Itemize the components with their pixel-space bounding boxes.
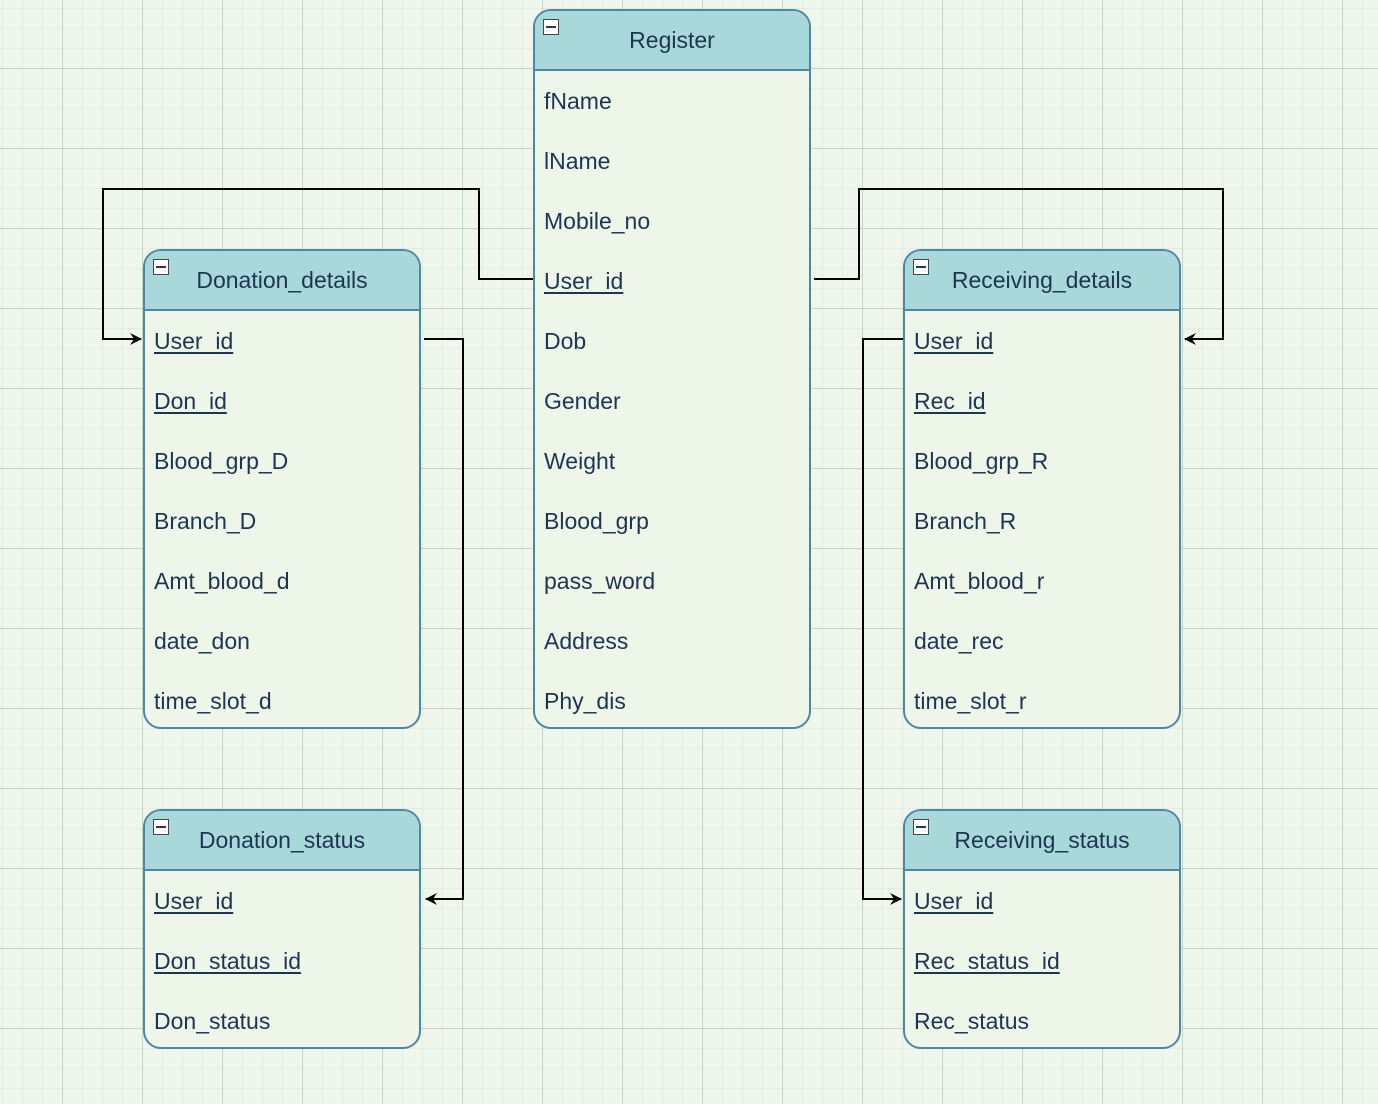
donation-status-table[interactable]: Donation_status User_id Don_status_id Do…: [143, 809, 421, 1049]
receiving-details-table[interactable]: Receiving_details User_id Rec_id Blood_g…: [903, 249, 1181, 729]
minus-box-icon[interactable]: [913, 819, 929, 835]
receiving-details-field-amt-blood-r: Amt_blood_r: [914, 568, 1045, 594]
receiving-status-field-rec-status: Rec_status: [914, 1008, 1030, 1034]
receiving-details-field-rec-id: Rec_id: [914, 388, 986, 414]
receiving-details-fields: User_id Rec_id Blood_grp_R Branch_R Amt_…: [905, 311, 1179, 727]
connector-donation-details-to-donation-status: [424, 338, 464, 905]
minus-box-icon[interactable]: [543, 19, 559, 35]
register-field-gender: Gender: [544, 388, 621, 414]
receiving-details-field-date-rec: date_rec: [914, 628, 1004, 654]
register-table[interactable]: Register fName lName Mobile_no User_id D…: [533, 9, 811, 729]
connector-receiving-details-to-receiving-status: [862, 338, 903, 905]
receiving-details-field-user-id: User_id: [914, 328, 994, 354]
donation-status-field-don-status: Don_status: [154, 1008, 271, 1034]
donation-details-fields: User_id Don_id Blood_grp_D Branch_D Amt_…: [145, 311, 419, 727]
donation-details-field-don-id: Don_id: [154, 388, 227, 414]
donation-details-table-header[interactable]: Donation_details: [145, 251, 419, 311]
register-field-fname: fName: [544, 88, 612, 114]
donation-details-field-branch-d: Branch_D: [154, 508, 257, 534]
register-field-phy-dis: Phy_dis: [544, 688, 626, 714]
receiving-status-field-user-id: User_id: [914, 888, 994, 914]
minus-box-icon[interactable]: [153, 259, 169, 275]
register-field-weight: Weight: [544, 448, 616, 474]
receiving-details-table-title: Receiving_details: [951, 266, 1133, 293]
donation-details-field-blood-grp-d: Blood_grp_D: [154, 448, 289, 474]
receiving-status-field-rec-status-id: Rec_status_id: [914, 948, 1060, 974]
register-field-dob: Dob: [544, 328, 587, 354]
donation-details-table-title: Donation_details: [196, 266, 368, 293]
donation-details-field-time-slot-d: time_slot_d: [154, 688, 272, 714]
donation-status-field-don-status-id: Don_status_id: [154, 948, 302, 974]
receiving-status-fields: User_id Rec_status_id Rec_status: [905, 871, 1179, 1047]
donation-details-table[interactable]: Donation_details User_id Don_id Blood_gr…: [143, 249, 421, 729]
register-field-pass-word: pass_word: [544, 568, 656, 594]
receiving-status-table[interactable]: Receiving_status User_id Rec_status_id R…: [903, 809, 1181, 1049]
register-field-mobile-no: Mobile_no: [544, 208, 651, 234]
donation-details-field-user-id: User_id: [154, 328, 234, 354]
register-fields: fName lName Mobile_no User_id Dob Gender…: [535, 71, 809, 727]
register-field-user-id: User_id: [544, 268, 624, 294]
register-field-lname: lName: [544, 148, 611, 174]
minus-box-icon[interactable]: [153, 819, 169, 835]
donation-details-field-date-don: date_don: [154, 628, 250, 654]
receiving-status-table-title: Receiving_status: [954, 826, 1130, 853]
donation-status-field-user-id: User_id: [154, 888, 234, 914]
register-table-title: Register: [629, 26, 715, 53]
register-table-header[interactable]: Register: [535, 11, 809, 71]
receiving-details-table-header[interactable]: Receiving_details: [905, 251, 1179, 311]
receiving-details-field-time-slot-r: time_slot_r: [914, 688, 1027, 714]
donation-details-field-amt-blood-d: Amt_blood_d: [154, 568, 290, 594]
receiving-details-field-branch-r: Branch_R: [914, 508, 1017, 534]
register-field-blood-grp: Blood_grp: [544, 508, 649, 534]
donation-status-table-title: Donation_status: [198, 826, 366, 853]
register-field-address: Address: [544, 628, 629, 654]
receiving-status-table-header[interactable]: Receiving_status: [905, 811, 1179, 871]
donation-status-table-header[interactable]: Donation_status: [145, 811, 419, 871]
receiving-details-field-blood-grp-r: Blood_grp_R: [914, 448, 1049, 474]
donation-status-fields: User_id Don_status_id Don_status: [145, 871, 419, 1047]
minus-box-icon[interactable]: [913, 259, 929, 275]
